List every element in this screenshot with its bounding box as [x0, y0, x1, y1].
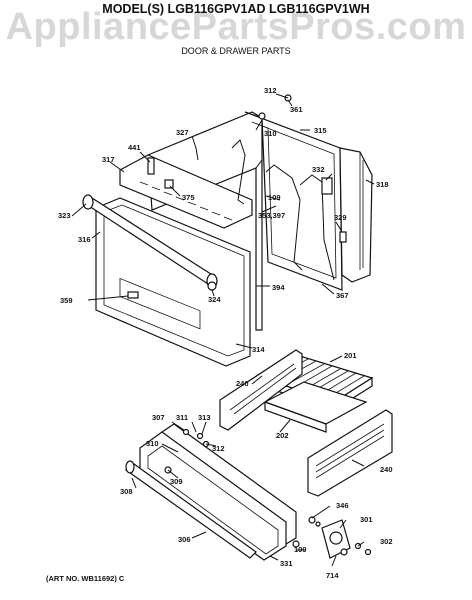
- callout-353-397: 353,397: [258, 211, 285, 220]
- drawer-side-left: [219, 349, 303, 431]
- callout-359: 359: [60, 296, 73, 305]
- callout-324: 324: [208, 295, 221, 304]
- callout-315: 315: [314, 126, 327, 135]
- callout-312-top: 312: [264, 86, 277, 95]
- callout-312-drawer: 312: [212, 444, 225, 453]
- callout-318: 318: [376, 180, 389, 189]
- callout-329: 329: [334, 213, 347, 222]
- callout-361: 361: [290, 105, 303, 114]
- screw-324: [207, 281, 217, 291]
- leader-lines: [71, 93, 375, 567]
- callout-327: 327: [176, 128, 189, 137]
- section-title: DOOR & DRAWER PARTS: [181, 46, 291, 56]
- callout-307: 307: [152, 413, 165, 422]
- callout-313: 313: [198, 413, 211, 422]
- model-title: MODEL(S) LGB116GPV1AD LGB116GPV1WH: [102, 2, 370, 16]
- callout-323: 323: [58, 211, 71, 220]
- screw-310: [258, 112, 266, 120]
- drawer-front: [139, 423, 297, 561]
- callout-109-door: 109: [268, 193, 281, 202]
- callout-202: 202: [276, 431, 289, 440]
- callout-331: 331: [280, 559, 293, 568]
- callout-302: 302: [380, 537, 393, 546]
- drawer-roller-bracket: [321, 519, 372, 559]
- callout-301: 301: [360, 515, 373, 524]
- door-hinges: [231, 139, 335, 281]
- clip-327: [195, 147, 199, 161]
- callout-310-top: 310: [264, 129, 277, 138]
- part-329: [339, 231, 347, 243]
- art-number: (ART NO. WB11692) C: [46, 574, 125, 583]
- callout-314: 314: [252, 345, 265, 354]
- callout-240-right: 240: [380, 465, 393, 474]
- drawer-handle: [124, 460, 257, 559]
- callout-240-left: 240: [236, 379, 249, 388]
- clip-359: [127, 291, 139, 299]
- callout-375: 375: [182, 193, 195, 202]
- part-375: [164, 179, 174, 189]
- callout-201: 201: [344, 351, 357, 360]
- callout-317: 317: [102, 155, 115, 164]
- callout-441: 441: [128, 143, 141, 152]
- callout-310-drawer: 310: [146, 439, 159, 448]
- callout-316: 316: [78, 235, 91, 244]
- drawer-side-right: [307, 409, 393, 497]
- callout-332: 332: [312, 165, 325, 174]
- callout-394: 394: [272, 283, 285, 292]
- callout-367: 367: [336, 291, 349, 300]
- callout-306: 306: [178, 535, 191, 544]
- bracket-441: [147, 157, 155, 175]
- callout-308: 308: [120, 487, 133, 496]
- broiler-pan-bottom: [263, 381, 368, 433]
- callout-311: 311: [176, 413, 188, 422]
- callout-714: 714: [326, 571, 339, 580]
- callout-109-drawer: 109: [294, 545, 307, 554]
- door-outer-panel: [95, 197, 251, 367]
- door-gasket: [339, 147, 373, 283]
- callout-346: 346: [336, 501, 349, 510]
- callout-309: 309: [170, 477, 183, 486]
